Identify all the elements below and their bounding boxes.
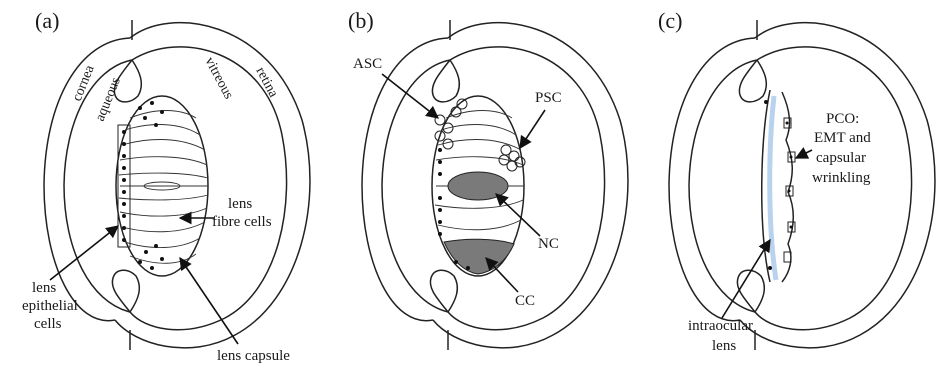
lens-b (432, 96, 525, 276)
lens-fibre-label-2: fibre cells (212, 214, 272, 230)
psc-label: PSC (535, 90, 562, 106)
capsule-arrow (180, 258, 238, 344)
pco-arrow (796, 150, 812, 158)
epithelial-label-3: cells (34, 316, 62, 332)
lens-capsule-label: lens capsule (217, 348, 290, 364)
psc-arrow (520, 110, 545, 148)
cortical-cataract (444, 239, 514, 274)
panel-c-label: (c) (658, 8, 682, 33)
pco-label-2: EMT and (814, 130, 871, 146)
panel-b-label: (b) (348, 8, 374, 33)
cornea-label: cornea (70, 63, 98, 104)
lens-fibre-label-1: lens (228, 196, 252, 212)
nc-label: NC (538, 236, 559, 252)
epithelial-label-2: epithelial (22, 298, 78, 314)
capsular-bag (762, 90, 795, 282)
pco-label-1: PCO: (826, 111, 859, 127)
lens-a (116, 96, 208, 276)
panel-c: (c) PCO: EMT and capsular wrinkling intr… (658, 8, 935, 354)
pco-label-4: wrinkling (812, 170, 871, 186)
panel-b: (b) (348, 8, 628, 350)
panel-c-eye-outline (669, 20, 935, 350)
iol-label-2: lens (712, 338, 736, 354)
intraocular-lens (770, 96, 776, 280)
panel-a: (a) cornea aqueous vitreous retina (22, 8, 310, 364)
vitreous-label: vitreous (201, 55, 235, 102)
aqueous-label: aqueous (93, 75, 124, 123)
iol-label-1: intraocular (688, 318, 753, 334)
asc-arrow (382, 74, 438, 118)
panel-a-label: (a) (35, 8, 59, 33)
cc-label: CC (515, 293, 535, 309)
epithelial-label-1: lens (32, 280, 56, 296)
pco-label-3: capsular (816, 150, 866, 166)
asc-label: ASC (353, 56, 382, 72)
